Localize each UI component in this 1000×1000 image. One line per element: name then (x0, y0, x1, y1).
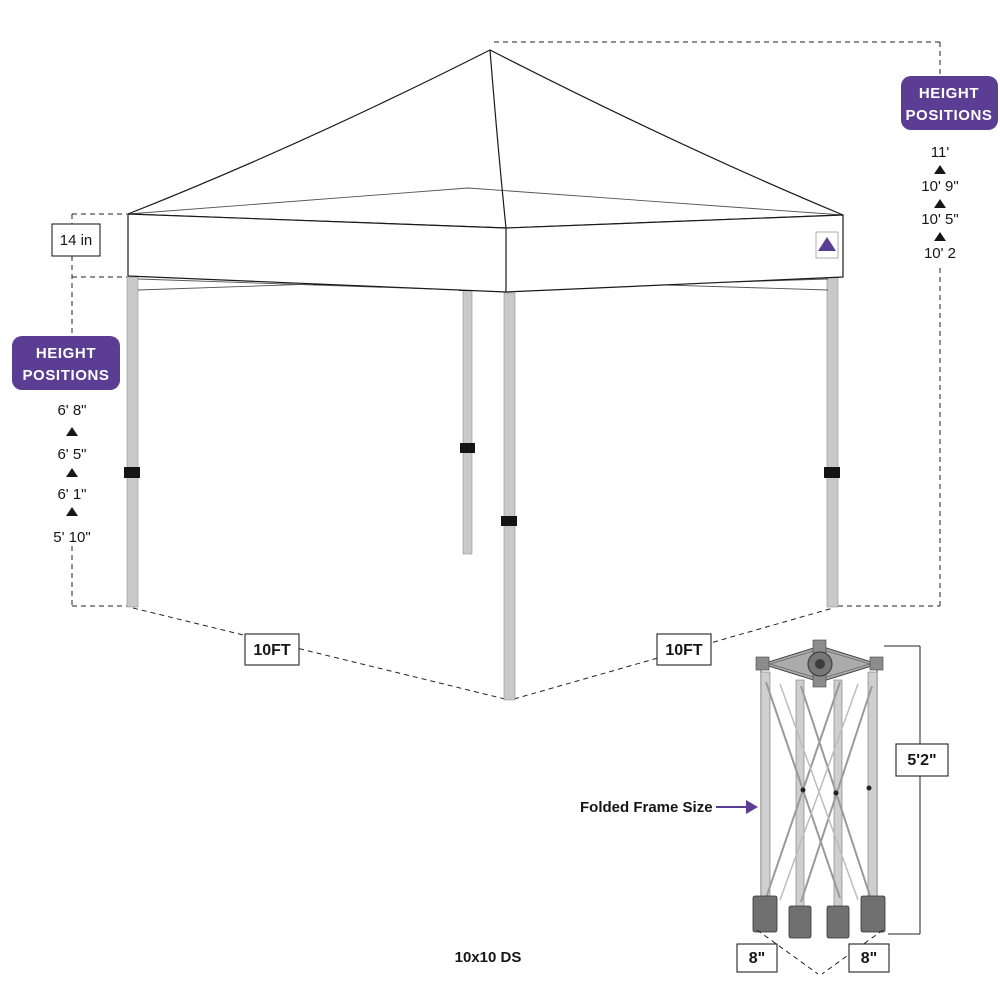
folded-base-box-right (848, 943, 890, 973)
folded-frame-foot (788, 905, 812, 939)
up-triangle-icon (66, 507, 78, 516)
height-positions-badge-right (901, 76, 998, 130)
right-leg-adjuster (824, 467, 840, 478)
valance-label: 14 in (60, 232, 93, 249)
folded-leg (760, 671, 771, 905)
folded-frame (752, 639, 886, 939)
corner-cap (812, 639, 827, 654)
corner-cap (755, 656, 770, 671)
up-triangle-icon (934, 199, 946, 208)
right-height-positions: HEIGHT POSITIONS 11' 10' 9" 10' 5" 10' 2 (901, 76, 998, 262)
right-leg (826, 276, 839, 608)
folded-base-right-label: 8" (861, 950, 877, 967)
width-label-box-left (244, 633, 300, 666)
folded-scissor-bars (765, 681, 873, 903)
folded-frame-foot (826, 905, 850, 939)
badge-line1: HEIGHT (36, 345, 96, 362)
width-label-box-right (656, 633, 712, 666)
folded-frame-foot (860, 895, 886, 933)
height-positions-badge-left (12, 336, 120, 390)
bolt-dot (800, 787, 806, 793)
folded-frame-dimensions: 5'2" 8" 8" (736, 645, 949, 975)
brand-logo (815, 231, 839, 259)
right-height-value-2: 10' 9" (921, 178, 958, 195)
left-height-positions: HEIGHT POSITIONS 6' 8" 6' 5" 6' 1" 5' 10… (12, 336, 120, 546)
folded-frame-callout: Folded Frame Size (580, 799, 758, 816)
canopy-roof (127, 49, 844, 229)
canopy-tent (124, 49, 844, 701)
right-arrow-icon (746, 800, 758, 814)
up-triangle-icon (934, 165, 946, 174)
valance-label-box (51, 223, 101, 257)
left-leg-adjuster (124, 467, 140, 478)
roof-back-eave-lines (127, 187, 844, 216)
corner-cap (869, 656, 884, 671)
folded-height-label: 5'2" (907, 752, 936, 769)
folded-height-box (895, 743, 949, 777)
base-width-labels: 10FT 10FT (244, 633, 712, 666)
left-height-value-1: 6' 8" (57, 402, 86, 419)
front-leg (503, 292, 516, 701)
badge-line2: POSITIONS (22, 367, 109, 384)
left-height-value-3: 6' 1" (57, 486, 86, 503)
crown-hub-center (815, 659, 825, 669)
back-leg-adjuster (460, 443, 475, 453)
valance-dimension: 14 in (51, 223, 101, 257)
width-label-right: 10FT (665, 642, 703, 659)
right-height-value-3: 10' 5" (921, 211, 958, 228)
bolt-dot (866, 785, 872, 791)
left-height-value-4: 5' 10" (53, 529, 90, 546)
folded-frame-foot (752, 895, 778, 933)
right-height-value-1: 11' (931, 144, 950, 161)
folded-height-line (884, 645, 921, 935)
up-triangle-icon (66, 427, 78, 436)
roof-front-ridge (489, 49, 507, 229)
right-height-value-4: 10' 2 (924, 245, 956, 262)
width-label-left: 10FT (253, 642, 291, 659)
up-triangle-icon (66, 468, 78, 477)
page-title: 10x10 DS (455, 949, 522, 966)
badge-line1: HEIGHT (919, 85, 979, 102)
left-height-value-2: 6' 5" (57, 446, 86, 463)
folded-leg (795, 679, 805, 909)
folded-base-left-label: 8" (749, 950, 765, 967)
badge-line2: POSITIONS (905, 107, 992, 124)
up-triangle-icon (934, 232, 946, 241)
left-leg (126, 276, 139, 608)
base-left-dash (132, 607, 506, 700)
folded-base-box-left (736, 943, 778, 973)
bolt-dot (833, 790, 839, 796)
folded-frame-size-label: Folded Frame Size (580, 799, 713, 816)
back-leg (462, 290, 473, 555)
brand-logo-mark (818, 237, 836, 251)
front-leg-adjuster (501, 516, 517, 526)
